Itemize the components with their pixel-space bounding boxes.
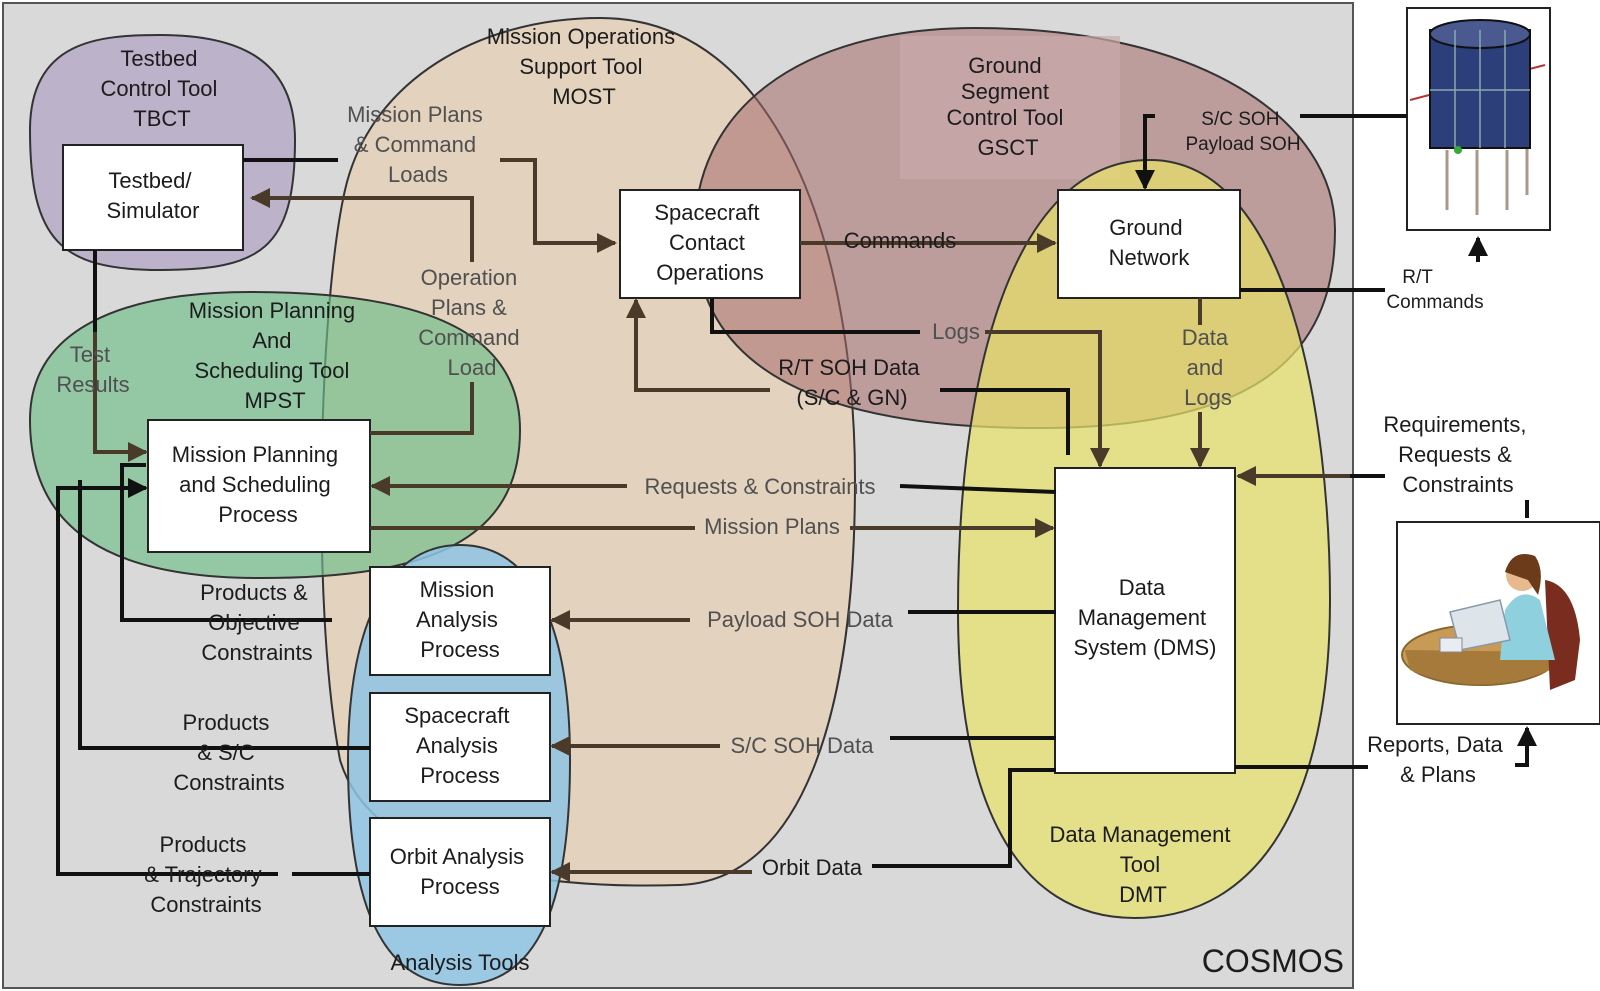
testbed-simulator-label: Testbed/ Simulator	[107, 168, 200, 223]
flow-commands: Commands	[844, 228, 956, 253]
flow-payload-soh: Payload SOH Data	[707, 607, 894, 632]
flow-test-results: Test Results	[56, 342, 129, 397]
ground-network-box	[1057, 189, 1241, 299]
flow-rt-soh: R/T SOH Data (S/C & GN)	[778, 355, 926, 410]
dmt-title: Data Management Tool DMT	[1049, 822, 1236, 907]
mpst-title: Mission Planning And Scheduling Tool MPS…	[189, 298, 361, 413]
tbct-title: Testbed Control Tool TBCT	[100, 46, 223, 131]
orbit-analysis-label: Orbit Analysis Process	[390, 844, 531, 899]
testbed-simulator-box	[62, 144, 244, 251]
mps-process-label: Mission Planning and Scheduling Process	[172, 442, 344, 527]
flow-products-sc: Products & S/C Constraints	[173, 710, 284, 795]
flow-rt-commands: R/T Commands	[1386, 267, 1483, 313]
dms-label: Data Management System (DMS)	[1074, 575, 1217, 660]
analysis-tools-title: Analysis Tools	[391, 950, 530, 975]
flow-logs: Logs	[932, 319, 980, 344]
connectors-dark	[56, 114, 1537, 876]
most-title: Mission Operations Support Tool MOST	[487, 24, 681, 109]
orbit-analysis-box	[369, 817, 551, 927]
spacecraft-contact-label: Spacecraft Contact Operations	[654, 200, 765, 285]
flow-data-logs: Data and Logs	[1182, 325, 1235, 410]
dms-box	[1054, 467, 1236, 774]
user-at-computer-icon	[1401, 554, 1580, 690]
spacecraft-analysis-box	[369, 692, 551, 802]
satellite-icon	[1409, 19, 1546, 215]
connectors-muted	[93, 158, 1350, 882]
flow-requests-constraints: Requests & Constraints	[644, 474, 875, 499]
cosmos-label: COSMOS	[1202, 943, 1344, 979]
mission-analysis-label: Mission Analysis Process	[416, 577, 504, 662]
flow-sc-soh: S/C SOH Data	[730, 733, 874, 758]
gsct-title: Ground Segment Control Tool GSCT	[946, 53, 1069, 160]
flow-operation-plans: Operation Plans & Command Load	[418, 265, 526, 380]
spacecraft-contact-box	[619, 189, 801, 299]
flow-sc-soh-payload: S/C SOH Payload SOH	[1185, 109, 1300, 155]
flow-req-req-const: Requirements, Requests & Constraints	[1383, 412, 1532, 497]
spacecraft-analysis-label: Spacecraft Analysis Process	[404, 703, 515, 788]
ground-network-label: Ground Network	[1109, 215, 1191, 270]
flow-mission-plans-cmd: Mission Plans & Command Loads	[347, 102, 489, 187]
flow-orbit-data: Orbit Data	[762, 855, 863, 880]
gsct-title-plate	[900, 36, 1120, 179]
flow-reports: Reports, Data & Plans	[1367, 732, 1509, 787]
mps-process-box	[147, 419, 371, 553]
flow-products-traj: Products & Trajectory Constraints	[144, 832, 268, 917]
flow-mission-plans: Mission Plans	[704, 514, 840, 539]
flow-products-objective: Products & Objective Constraints	[200, 580, 314, 665]
